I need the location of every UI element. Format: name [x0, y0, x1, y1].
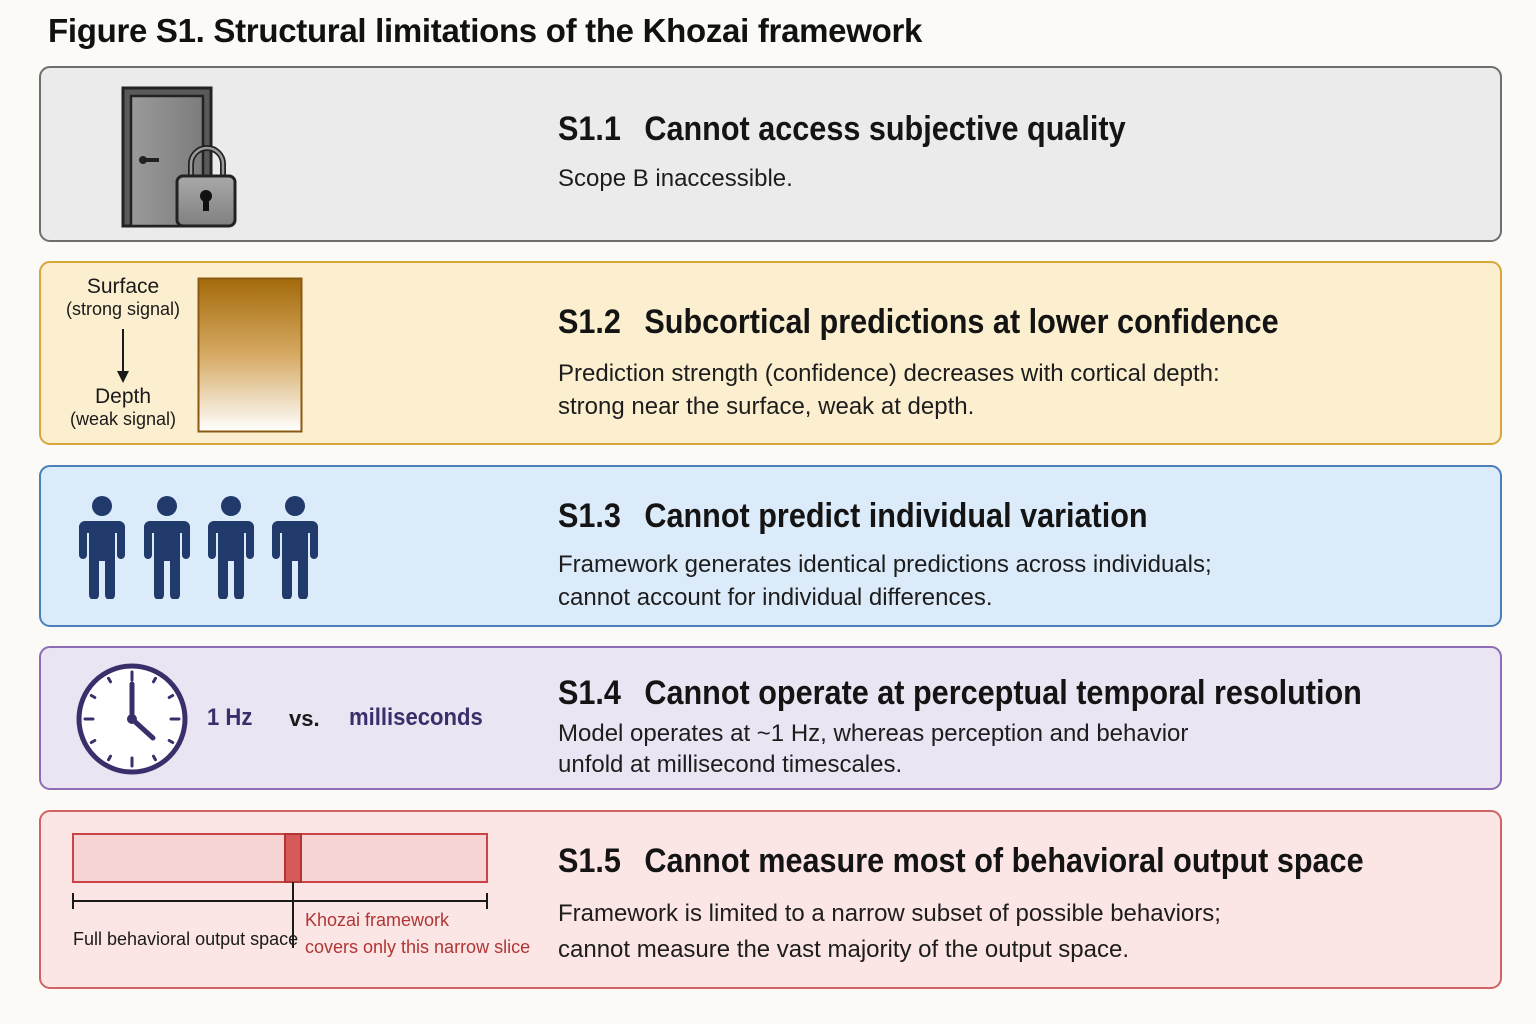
description-line: unfold at millisecond timescales. [558, 751, 903, 778]
description-line: Scope B inaccessible. [558, 165, 793, 192]
full-output-space-label: Full behavioral output space [73, 929, 299, 949]
timescale-value: milliseconds [349, 704, 483, 731]
person-icon [79, 496, 125, 599]
surface-sub-text: (strong signal) [65, 299, 181, 319]
depth-sub-text: (weak signal) [69, 409, 177, 429]
panel-s1-4: 1 Hz vs. milliseconds S1.4 Cannot operate… [39, 646, 1502, 790]
depth-label: Depth (weak signal) [53, 385, 193, 430]
panel-number: S1.1 [558, 110, 621, 148]
panel-title: Cannot predict individual variation [644, 497, 1148, 535]
panel-number: S1.4 [558, 674, 621, 712]
description-line: strong near the surface, weak at depth. [558, 393, 975, 420]
description-line: cannot account for individual difference… [558, 584, 993, 611]
panel-heading: S1.4 Cannot operate at perceptual tempora… [558, 674, 1362, 713]
depth-label-text: Depth [94, 385, 152, 408]
description-line: Model operates at ~1 Hz, whereas percept… [558, 720, 1189, 747]
panel-description: Model operates at ~1 Hz, whereas percept… [558, 718, 1188, 780]
depth-gradient-icon [197, 277, 303, 433]
panel-description: Scope B inaccessible. [558, 162, 793, 195]
rate-value: 1 Hz [207, 704, 253, 731]
panel-number: S1.3 [558, 497, 621, 535]
panel-heading: S1.1 Cannot access subjective quality [558, 110, 1126, 149]
panel-s1-2: Surface (strong signal) Depth (weak sign… [39, 261, 1502, 445]
surface-label-text: Surface [86, 275, 160, 298]
panel-s1-5: Full behavioral output space Khozai fram… [39, 810, 1502, 989]
slice-label-line: covers only this narrow slice [305, 937, 531, 957]
panel-s1-1: S1.1 Cannot access subjective quality Sco… [39, 66, 1502, 242]
narrow-slice-label: Khozai framework covers only this narrow… [305, 907, 530, 961]
output-space-bar-icon [72, 833, 488, 948]
person-icon [144, 496, 190, 599]
panel-description: Prediction strength (confidence) decreas… [558, 357, 1220, 423]
description-line: Framework generates identical prediction… [558, 551, 1212, 578]
panel-heading: S1.5 Cannot measure most of behavioral ou… [558, 842, 1364, 881]
figure-title: Figure S1. Structural limitations of the… [48, 12, 923, 49]
panel-description: Framework generates identical prediction… [558, 548, 1212, 614]
panel-description: Framework is limited to a narrow subset … [558, 896, 1221, 968]
surface-label: Surface (strong signal) [53, 275, 193, 320]
panel-number: S1.2 [558, 303, 621, 341]
person-icon [208, 496, 254, 599]
panel-heading: S1.2 Subcortical predictions at lower con… [558, 303, 1279, 342]
person-icon [272, 496, 318, 599]
vs-label: vs. [289, 706, 320, 731]
door-lock-icon [121, 86, 237, 228]
panel-heading: S1.3 Cannot predict individual variation [558, 497, 1148, 536]
panel-title: Cannot measure most of behavioral output… [644, 842, 1364, 880]
panel-title: Cannot operate at perceptual temporal re… [644, 674, 1362, 712]
panel-number: S1.5 [558, 842, 621, 880]
panel-title: Cannot access subjective quality [644, 110, 1126, 148]
description-line: cannot measure the vast majority of the … [558, 936, 1129, 963]
arrow-down-icon [117, 329, 129, 383]
description-line: Prediction strength (confidence) decreas… [558, 360, 1220, 387]
clock-icon [76, 663, 188, 775]
slice-label-line: Khozai framework [305, 910, 450, 930]
panel-title: Subcortical predictions at lower confide… [644, 303, 1279, 341]
description-line: Framework is limited to a narrow subset … [558, 900, 1221, 927]
